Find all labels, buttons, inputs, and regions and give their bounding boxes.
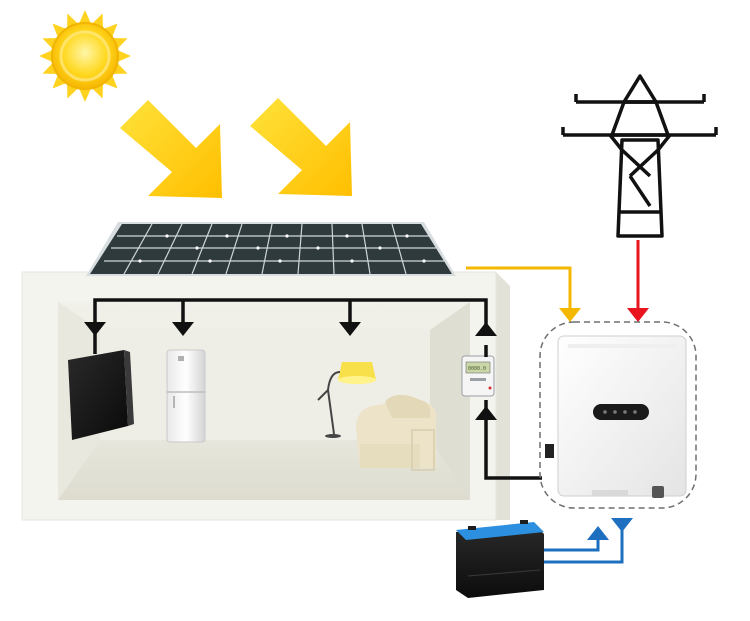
ac-arrow-meter-top [475, 322, 497, 336]
refrigerator-icon [166, 349, 206, 443]
power-pylon-icon [561, 74, 718, 238]
battery-lines [544, 522, 624, 564]
ac-arrow-fridge [172, 322, 194, 336]
floor-lamp-icon [317, 362, 376, 438]
ac-arrow-lamp [339, 322, 361, 336]
energy-meter-icon: 0000.0 [461, 355, 495, 397]
sun-icon [39, 10, 131, 102]
ac-load-lines [93, 298, 542, 480]
ac-arrow-tv [84, 322, 106, 336]
ac-arrow-meter-bottom [475, 406, 497, 420]
grid-line [627, 240, 649, 322]
solar-panel-icon [86, 222, 456, 276]
battery-icon [456, 520, 544, 598]
svg-text:0000.0: 0000.0 [468, 366, 486, 372]
hybrid-inverter-icon [539, 321, 697, 509]
solar-dc-line [466, 266, 581, 322]
battery-charge-arrow [587, 526, 609, 540]
television-icon [68, 350, 134, 440]
sofa-icon [356, 394, 437, 471]
sunlight-arrow-left [120, 100, 222, 198]
sunlight-arrow-right [250, 98, 352, 196]
battery-discharge-arrow [611, 518, 633, 532]
